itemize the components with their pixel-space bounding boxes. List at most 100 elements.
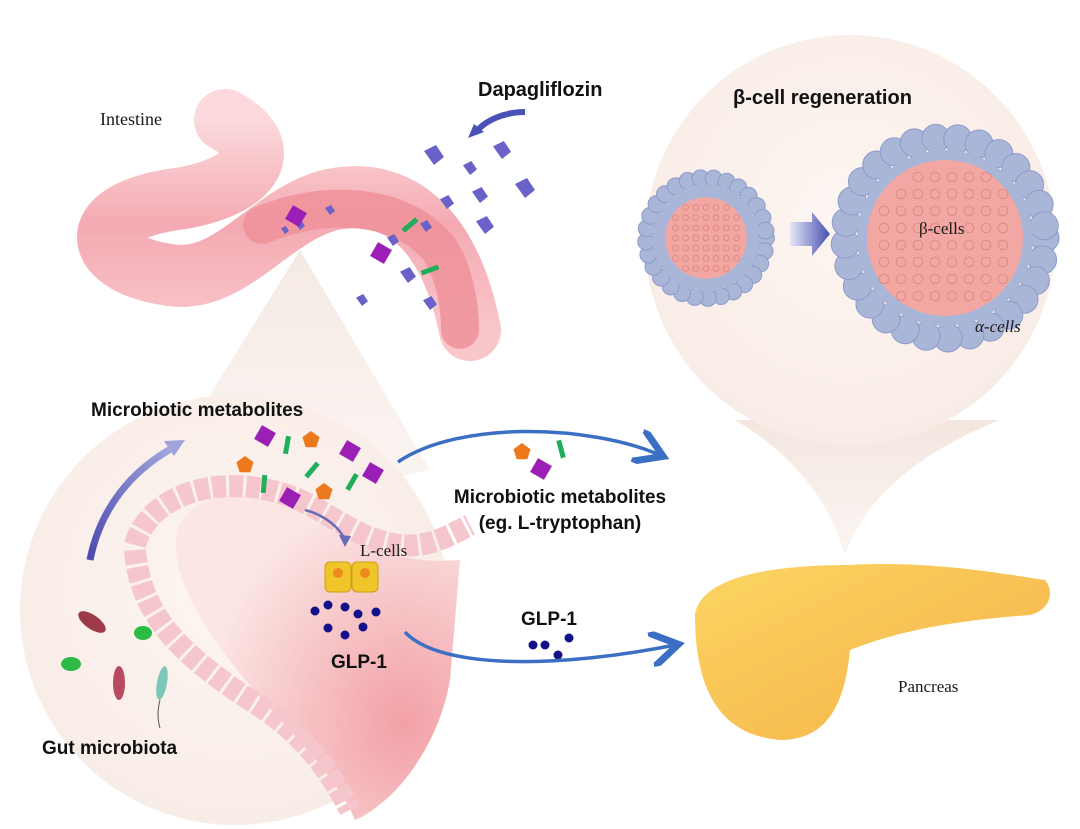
dapagliflozin-molecule-icon: [440, 195, 454, 209]
alpha-cell-icon: [756, 221, 775, 240]
pancreas-illustration: [695, 563, 1050, 740]
dapagliflozin-molecule-icon: [356, 294, 368, 306]
alpha-cell-icon: [1029, 211, 1059, 241]
metabolite-rod-icon: [420, 264, 440, 276]
glp1-particles: [310, 600, 574, 660]
beta-cell-icon: [682, 265, 689, 272]
beta-cell-icon: [723, 244, 730, 252]
beta-cell-icon: [712, 244, 720, 252]
beta-cell-icon: [682, 255, 689, 262]
glp1-dot-icon: [353, 609, 363, 619]
beta-cell-core: [665, 197, 747, 279]
beta-cell-icon: [682, 204, 689, 211]
beta-cell-icon: [723, 234, 730, 242]
beta-cell-icon: [682, 224, 689, 232]
metabolites-to-pancreas-arrow: [397, 431, 660, 462]
beta-cell-icon: [723, 265, 730, 272]
metabolite-rod-icon: [401, 217, 419, 233]
beta-cell-icon: [878, 205, 890, 217]
glp1-dot-icon: [564, 633, 574, 643]
gut-wall: [175, 495, 460, 820]
beta-cell-icon: [672, 224, 679, 232]
beta-cell-icon: [723, 204, 730, 211]
glp1-dot-icon: [371, 607, 381, 617]
dapagliflozin-molecule-icon: [325, 205, 335, 215]
metabolite-rod-icon: [304, 461, 320, 479]
beta-cell-icon: [980, 188, 992, 200]
arrowhead-icon: [164, 440, 185, 456]
metabolites-path-label-line2: (eg. L-tryptophan): [479, 513, 642, 534]
beta-cell-icon: [733, 255, 740, 262]
metabolite-pentagon-icon: [315, 483, 333, 500]
beta-cell-icon: [733, 244, 740, 252]
dapagliflozin-arrowhead-icon: [468, 124, 484, 138]
beta-cell-icon: [929, 171, 941, 183]
metabolite-rod-icon: [345, 472, 359, 492]
beta-cell-icon: [980, 256, 992, 268]
beta-cell-icon: [712, 255, 720, 262]
beta-cell-icon: [733, 234, 740, 242]
beta-cell-icon: [980, 290, 992, 302]
dapagliflozin-molecule-icon: [281, 226, 289, 234]
metabolite-pentagon-icon: [302, 431, 320, 448]
beta-cell-icon: [980, 205, 992, 217]
beta-cell-icon: [712, 204, 720, 211]
beta-cell-icon: [963, 188, 975, 200]
dapagliflozin-molecule-icon: [493, 141, 511, 159]
dapagliflozin-molecule-icon: [463, 161, 477, 175]
beta-cell-icon: [723, 214, 730, 221]
gut-microbiota-icon: [61, 611, 168, 729]
beta-cell-icon: [980, 222, 992, 234]
glp1-inset-label: GLP-1: [331, 652, 387, 673]
beta-cell-icon: [878, 256, 890, 268]
beta-cell-icon: [712, 224, 720, 232]
beta-cell-icon: [946, 188, 958, 200]
beta-cell-icon: [692, 255, 700, 262]
metabolite-square-icon: [370, 242, 392, 264]
metabolite-square-icon: [530, 458, 552, 480]
metabolite-rod-icon: [260, 474, 268, 494]
gut-microbiota-label: Gut microbiota: [42, 738, 178, 759]
l-cells-icon: [324, 561, 379, 593]
beta-cell-icon: [929, 222, 941, 234]
beta-cell-icon: [912, 188, 924, 200]
beta-cell-icon: [997, 222, 1009, 234]
beta-cell-icon: [692, 234, 700, 242]
beta-cell-icon: [702, 224, 710, 232]
beta-cell-icon: [980, 273, 992, 285]
beta-cell-icon: [895, 205, 907, 217]
metabolite-pentagon-icon: [513, 443, 531, 460]
microbiotic-metabolites-inset-label: Microbiotic metabolites: [91, 400, 303, 421]
metabolite-square-icon: [279, 487, 301, 509]
metabolite-particles: [236, 205, 566, 509]
beta-cell-icon: [733, 214, 740, 221]
beta-cell-icon: [963, 222, 975, 234]
glp1-path-label: GLP-1: [521, 609, 577, 630]
regeneration-arrow-icon: [790, 212, 830, 256]
beta-cell-icon: [997, 239, 1009, 251]
glp1-dot-icon: [340, 630, 350, 640]
beta-cell-icon: [723, 255, 730, 262]
beta-cell-icon: [712, 234, 720, 242]
beta-cell-icon: [929, 205, 941, 217]
beta-cell-icon: [997, 188, 1009, 200]
beta-cell-icon: [946, 222, 958, 234]
glp1-to-pancreas-arrow: [403, 632, 675, 662]
microbiota-to-metabolites-arrow-icon: [86, 441, 180, 561]
metabolites-path-label-line1: Microbiotic metabolites: [454, 487, 666, 508]
beta-cell-icon: [895, 222, 907, 234]
dapagliflozin-molecule-icon: [472, 187, 488, 203]
beta-cells-label: β-cells: [919, 219, 964, 238]
beta-cell-icon: [692, 224, 700, 232]
beta-cell-icon: [912, 290, 924, 302]
beta-cell-icon: [980, 239, 992, 251]
intestine-label: Intestine: [100, 109, 162, 129]
beta-cell-icon: [895, 239, 907, 251]
beta-cell-icon: [963, 239, 975, 251]
beta-cell-icon: [963, 205, 975, 217]
beta-cell-icon: [672, 244, 679, 252]
beta-cell-icon: [929, 239, 941, 251]
dapagliflozin-molecule-icon: [515, 178, 535, 198]
beta-cell-icon: [963, 256, 975, 268]
